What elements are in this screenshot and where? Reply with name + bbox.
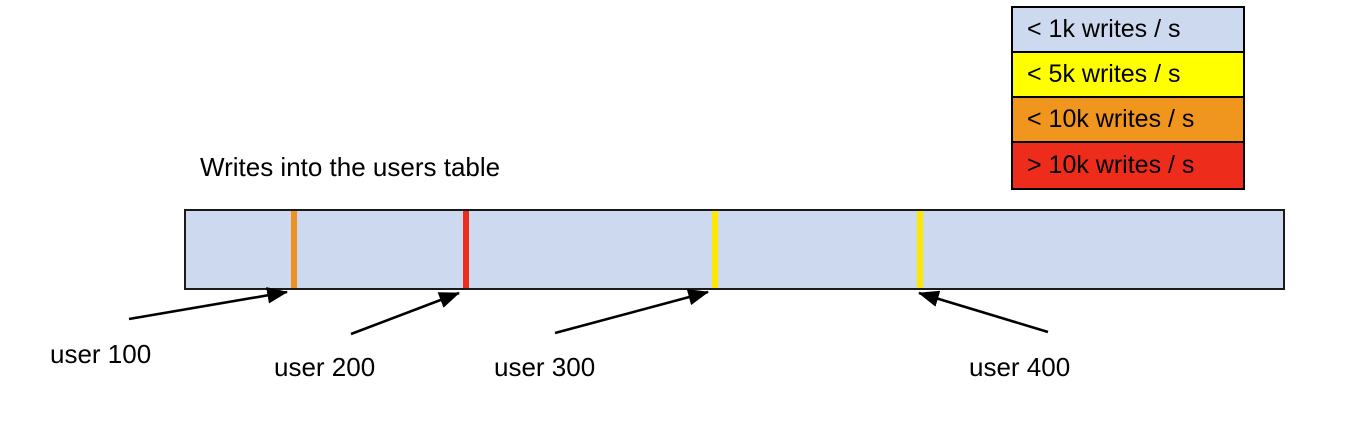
arrow-user-200 (350, 291, 460, 336)
arrow-user-400 (918, 290, 1049, 334)
legend-label-under-10k: < 10k writes / s (1027, 105, 1195, 133)
chart-title: Writes into the users table (200, 152, 501, 182)
user-200-stripe (463, 211, 469, 288)
legend-row-under-1k: < 1k writes / s (1013, 8, 1243, 53)
legend-label-under-1k: < 1k writes / s (1027, 15, 1181, 43)
arrow-user-300 (554, 289, 710, 335)
legend-row-under-10k: < 10k writes / s (1013, 98, 1243, 143)
legend-row-over-10k: > 10k writes / s (1013, 143, 1243, 188)
user-400-stripe (917, 211, 923, 288)
keyspace-bar-fill (186, 211, 1283, 288)
callout-label-user-100: user 100 (50, 339, 152, 369)
arrow-user-100 (128, 287, 289, 321)
legend-row-under-5k: < 5k writes / s (1013, 53, 1243, 98)
callout-label-user-400: user 400 (969, 352, 1071, 382)
user-100-stripe (291, 211, 297, 288)
user-300-stripe (712, 211, 718, 288)
users-table-keyspace-bar (184, 209, 1285, 290)
legend-label-over-10k: > 10k writes / s (1027, 151, 1195, 179)
callout-label-user-300: user 300 (494, 352, 596, 382)
callout-label-user-200: user 200 (274, 352, 376, 382)
legend-label-under-5k: < 5k writes / s (1027, 60, 1181, 88)
legend: < 1k writes / s < 5k writes / s < 10k wr… (1011, 6, 1245, 190)
